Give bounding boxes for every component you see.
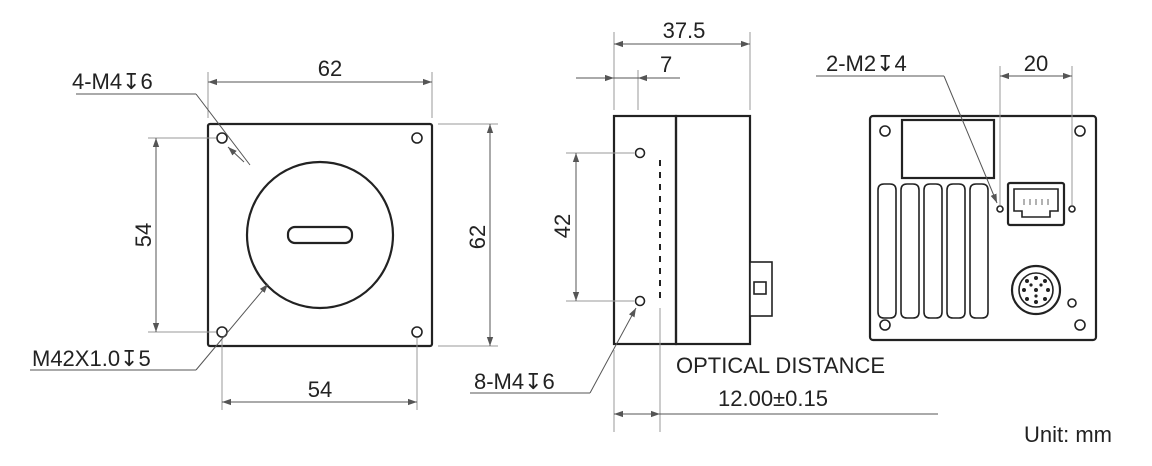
rear-fin-4 [946, 183, 966, 319]
front-mount-hole-bl [216, 326, 228, 338]
lens-mount-circle [245, 160, 395, 310]
front-mount-hole-tl [216, 132, 228, 144]
front-mount-callout: M42X1.0↧5 [32, 346, 151, 371]
front-width-top-label: 62 [318, 56, 342, 81]
rear-small-hole [1067, 298, 1077, 308]
rear-fin-5 [969, 183, 989, 319]
sensor-slot [286, 225, 354, 245]
io-connector [1010, 264, 1062, 316]
front-height-right-label: 62 [465, 225, 490, 249]
front-mount-hole-br [411, 326, 423, 338]
side-front-plate [612, 114, 678, 346]
rear-hole-tl [879, 125, 891, 137]
front-width-bottom-label: 54 [308, 377, 332, 402]
side-hole-spacing-label: 42 [550, 214, 575, 238]
rear-fin-2 [900, 183, 920, 319]
rear-body-outline [868, 114, 1098, 342]
side-body [674, 114, 752, 346]
front-body-outline [206, 122, 434, 348]
front-mount-hole-tr [411, 132, 423, 144]
side-depth-total-label: 37.5 [663, 18, 706, 43]
rear-hole-br [1074, 319, 1086, 331]
side-view: 37.5 7 42 8-M4↧6 OPTICAL DISTANCE 12.00±… [470, 18, 938, 432]
rear-hole-spacing-label: 20 [1024, 51, 1048, 76]
rear-m2-hole-left [996, 205, 1004, 213]
side-depth-front-label: 7 [660, 52, 672, 77]
side-hole-top [634, 147, 646, 159]
front-view: 62 54 62 54 4-M4↧6 M42X1.0↧5 [30, 56, 498, 410]
rear-fin-1 [877, 183, 897, 319]
optical-distance-value: 12.00±0.15 [718, 386, 828, 411]
rear-hole-tr [1074, 125, 1086, 137]
rear-hole-bl [879, 319, 891, 331]
optical-distance-label: OPTICAL DISTANCE [676, 353, 885, 378]
unit-label: Unit: mm [1024, 422, 1112, 447]
rear-fin-3 [923, 183, 943, 319]
front-holes-callout: 4-M4↧6 [72, 69, 153, 94]
rear-holes-callout: 2-M2↧4 [826, 51, 907, 76]
side-hole-bottom [634, 295, 646, 307]
side-holes-callout: 8-M4↧6 [474, 369, 555, 394]
rear-label-window [900, 118, 996, 180]
rear-view: 20 2-M2↧4 [816, 51, 1098, 342]
front-height-left-label: 54 [131, 223, 156, 247]
side-connector [749, 261, 773, 317]
rear-m2-hole-right [1068, 205, 1076, 213]
rj45-port [1006, 181, 1066, 227]
